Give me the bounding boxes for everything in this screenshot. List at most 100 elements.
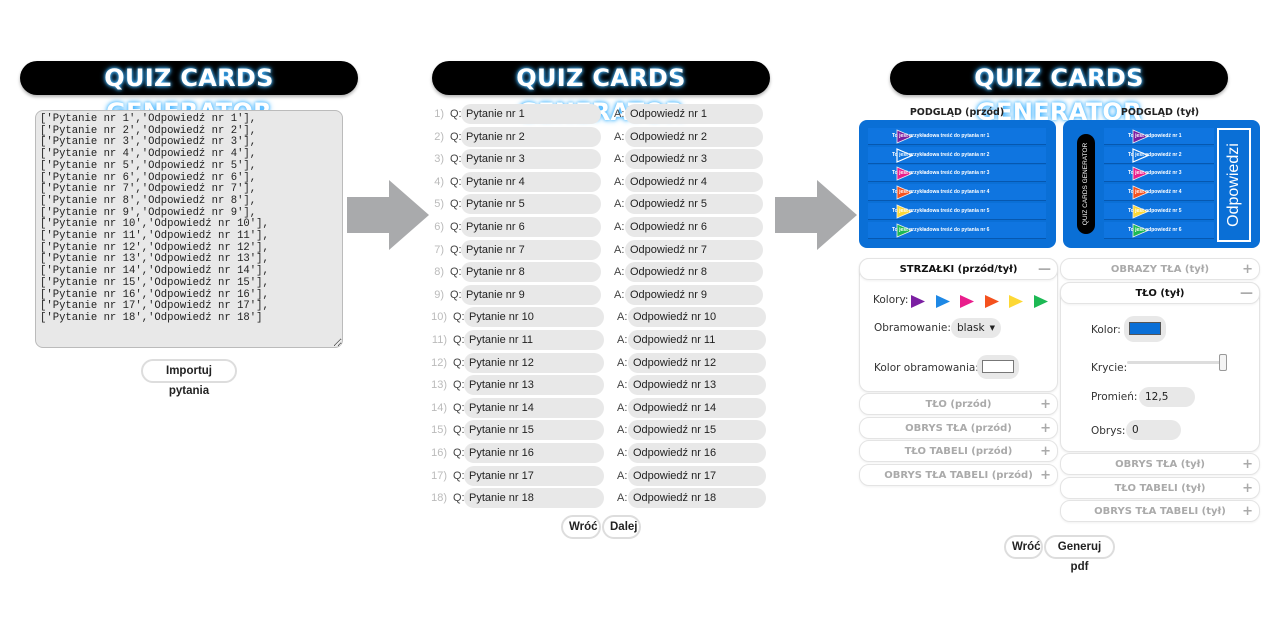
back-button[interactable]: Wróć [1004, 535, 1043, 559]
collapsed-panel[interactable]: OBRYS TŁA (przód)+ [859, 416, 1058, 439]
question-input[interactable]: Pytanie nr 9 [461, 284, 601, 305]
question-input[interactable]: Pytanie nr 17 [464, 465, 604, 486]
answer-input[interactable]: Odpowiedź nr 15 [628, 420, 766, 441]
answer-input[interactable]: Odpowiedź nr 10 [628, 307, 766, 328]
background-back-header[interactable]: TŁO (tył)— [1060, 282, 1260, 304]
question-input[interactable]: Pytanie nr 1 [461, 104, 601, 124]
answer-input[interactable]: Odpowiedź nr 7 [625, 239, 763, 260]
back-button[interactable]: Wróć [561, 515, 601, 539]
next-button[interactable]: Dalej [602, 515, 641, 539]
opacity-slider[interactable] [1127, 354, 1227, 371]
opacity-label: Krycie: [1091, 362, 1128, 374]
answer-input[interactable]: Odpowiedź nr 5 [625, 194, 763, 215]
import-questions-button[interactable]: Importuj pytania [141, 359, 237, 397]
answer-input[interactable]: Odpowiedź nr 4 [625, 171, 763, 192]
card-row: To jest przykładowa treść do pytania nr … [868, 221, 1046, 239]
answer-input[interactable]: Odpowiedź nr 13 [628, 375, 766, 396]
generate-pdf-button[interactable]: Generuj pdf [1044, 535, 1115, 573]
card-row-text: To jest odpowiedź nr 3 [1128, 170, 1182, 177]
collapsed-panel[interactable]: TŁO TABELI (przód) + [859, 440, 1058, 462]
border-color-label: Kolor obramowania: [874, 362, 979, 374]
row-number: 8) [434, 266, 444, 279]
question-input[interactable]: Pytanie nr 12 [464, 352, 604, 373]
border-select[interactable]: blask▼ [951, 318, 1001, 338]
answer-input[interactable]: Odpowiedź nr 3 [625, 149, 763, 170]
a-label: A: [617, 311, 628, 324]
question-input[interactable]: Pytanie nr 16 [464, 443, 604, 463]
collapsed-panel[interactable]: OBRYS TŁA TABELI (przód)+ [859, 463, 1058, 486]
arrow-right-icon [347, 180, 429, 250]
opacity-slider-thumb[interactable] [1219, 354, 1227, 371]
q-label: Q: [453, 424, 465, 437]
a-label: A: [617, 492, 628, 505]
arrow-color-swatch[interactable] [935, 293, 950, 312]
a-label: A: [617, 334, 628, 346]
arrows-panel-header[interactable]: STRZAŁKI (przód/tył)— [859, 258, 1058, 280]
question-input[interactable]: Pytanie nr 8 [461, 262, 601, 283]
question-input[interactable]: Pytanie nr 5 [461, 194, 601, 215]
question-input[interactable]: Pytanie nr 2 [461, 126, 601, 147]
row-number: 1) [434, 108, 444, 120]
preview-front-card: To jest przykładowa treść do pytania nr … [859, 120, 1056, 248]
row-number: 4) [434, 175, 444, 188]
expand-icon[interactable]: + [1242, 504, 1253, 519]
question-input[interactable]: Pytanie nr 4 [461, 171, 601, 192]
arrow-color-swatch[interactable] [911, 293, 925, 312]
arrow-color-swatch[interactable] [960, 293, 974, 312]
question-input[interactable]: Pytanie nr 6 [461, 217, 601, 237]
card-row: To jest przykładowa treść do pytania nr … [868, 165, 1046, 183]
question-input[interactable]: Pytanie nr 18 [464, 488, 604, 509]
stroke-input[interactable]: 0 [1126, 420, 1181, 440]
question-input[interactable]: Pytanie nr 10 [464, 307, 604, 328]
answer-input[interactable]: Odpowiedź nr 18 [628, 488, 766, 509]
collapse-icon[interactable]: — [1038, 262, 1051, 277]
arrow-color-swatch[interactable] [1009, 293, 1023, 312]
collapsed-panel[interactable]: TŁO (przód)+ [859, 393, 1058, 415]
question-input[interactable]: Pytanie nr 15 [464, 420, 604, 441]
answer-input[interactable]: Odpowiedź nr 17 [628, 465, 766, 486]
answer-input[interactable]: Odpowiedź nr 8 [625, 262, 763, 283]
expand-icon[interactable]: + [1242, 457, 1253, 472]
collapsed-panel[interactable]: OBRYS TŁA (tył)+ [1060, 453, 1260, 475]
question-input[interactable]: Pytanie nr 11 [464, 330, 604, 350]
expand-icon[interactable]: + [1040, 444, 1051, 459]
answer-input[interactable]: Odpowiedź nr 12 [628, 352, 766, 373]
expand-icon[interactable]: + [1242, 480, 1253, 496]
answer-input[interactable]: Odpowiedź nr 6 [625, 217, 763, 237]
collapsed-panel[interactable]: TŁO TABELI (tył)+ [1060, 476, 1260, 499]
card-row-text: To jest odpowiedź nr 4 [1128, 189, 1182, 196]
question-input[interactable]: Pytanie nr 13 [464, 375, 604, 396]
answer-input[interactable]: Odpowiedź nr 11 [628, 330, 766, 350]
row-number: 6) [434, 221, 444, 233]
questions-textarea[interactable] [35, 110, 343, 348]
question-input[interactable]: Pytanie nr 14 [464, 397, 604, 418]
collapsed-panel[interactable]: OBRAZY TŁA (tył)+ [1060, 258, 1260, 280]
collapse-icon[interactable]: — [1240, 286, 1253, 301]
question-input[interactable]: Pytanie nr 7 [461, 239, 601, 260]
expand-icon[interactable]: + [1040, 420, 1051, 436]
a-label: A: [617, 424, 628, 437]
arrow-color-swatch[interactable] [1033, 293, 1048, 312]
expand-icon[interactable]: + [1040, 397, 1051, 412]
q-label: Q: [450, 175, 462, 188]
border-color-picker[interactable] [977, 355, 1019, 379]
collapsed-panel[interactable]: OBRYS TŁA TABELI (tył)+ [1060, 500, 1260, 522]
collapsed-panel-title: TŁO TABELI (przód) [904, 446, 1013, 457]
radius-input[interactable]: 12,5 [1139, 387, 1195, 407]
answer-input[interactable]: Odpowiedź nr 16 [628, 443, 766, 463]
answer-input[interactable]: Odpowiedź nr 1 [625, 104, 763, 124]
arrow-color-swatch[interactable] [984, 293, 999, 312]
question-input[interactable]: Pytanie nr 3 [461, 149, 601, 170]
row-number: 14) [431, 401, 447, 414]
expand-icon[interactable]: + [1040, 467, 1051, 483]
a-label: A: [617, 469, 628, 482]
answer-input[interactable]: Odpowiedź nr 9 [625, 284, 763, 305]
answer-input[interactable]: Odpowiedź nr 14 [628, 397, 766, 418]
expand-icon[interactable]: + [1242, 262, 1253, 277]
card-row-text: To jest przykładowa treść do pytania nr … [892, 226, 990, 233]
answer-input[interactable]: Odpowiedź nr 2 [625, 126, 763, 147]
card-row: To jest odpowiedź nr 1 [1104, 128, 1214, 145]
background-color-picker[interactable] [1124, 316, 1166, 342]
